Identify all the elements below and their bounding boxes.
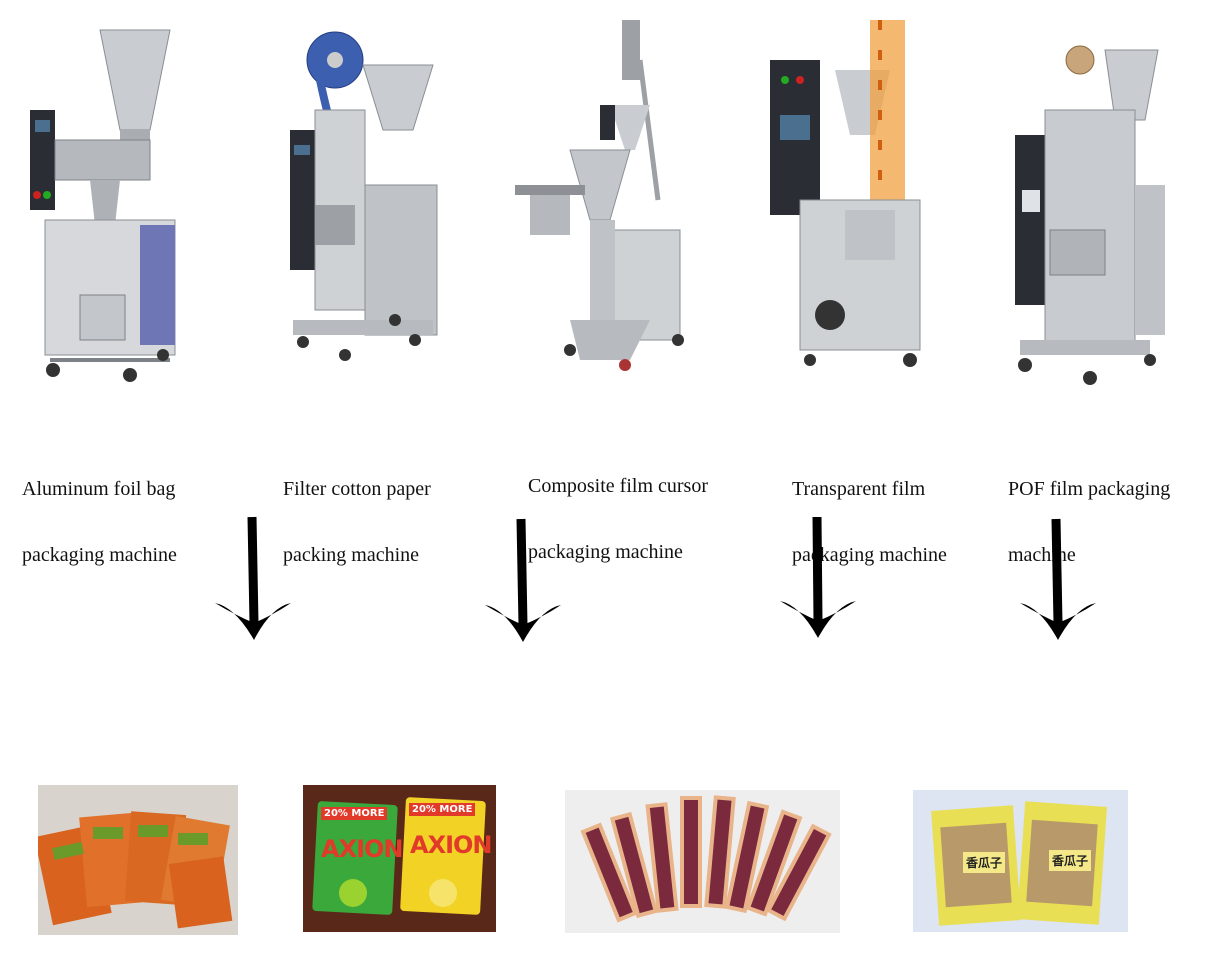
- label-line: packaging machine: [792, 544, 947, 566]
- label-aluminum-foil-machine: Aluminum foil bag packaging machine: [22, 440, 177, 605]
- detergent-brand: AXION: [410, 831, 492, 859]
- axion-detergent-photo: 20% MORE 20% MORE AXION AXION: [303, 785, 496, 932]
- down-arrow-icon: [1020, 517, 1096, 643]
- label-line: Composite film cursor: [528, 475, 708, 497]
- seed-label: 香瓜子: [963, 852, 1006, 873]
- transparent-film-machine-image: [770, 20, 935, 375]
- pof-film-machine-image: [1010, 20, 1170, 390]
- aluminum-foil-bags-photo: [38, 785, 238, 935]
- down-arrow-icon: [780, 515, 856, 641]
- aluminum-foil-machine-image: [25, 20, 180, 385]
- label-line: packaging machine: [528, 541, 683, 563]
- stick-packs-photo: [565, 790, 840, 933]
- label-line: Transparent film: [792, 478, 926, 500]
- label-transparent-film-machine: Transparent film packaging machine: [792, 440, 947, 605]
- label-line: packaging machine: [22, 544, 177, 566]
- down-arrow-icon: [485, 517, 561, 645]
- label-line: POF film packaging: [1008, 478, 1171, 500]
- detergent-brand: AXION: [321, 835, 403, 863]
- down-arrow-icon: [215, 515, 291, 643]
- detergent-badge: 20% MORE: [321, 807, 388, 820]
- label-line: packing machine: [283, 544, 420, 566]
- label-composite-film-machine: Composite film cursor packaging machine: [528, 437, 708, 602]
- composite-film-machine-image: [510, 20, 695, 375]
- detergent-badge: 20% MORE: [409, 803, 476, 816]
- label-filter-cotton-machine: Filter cotton paper packing machine: [283, 440, 431, 605]
- sunflower-seeds-photo: 香瓜子 香瓜子: [913, 790, 1128, 932]
- label-line: Filter cotton paper: [283, 478, 431, 500]
- filter-cotton-machine-image: [285, 20, 445, 370]
- seed-label: 香瓜子: [1049, 850, 1092, 871]
- label-line: Aluminum foil bag: [22, 478, 176, 500]
